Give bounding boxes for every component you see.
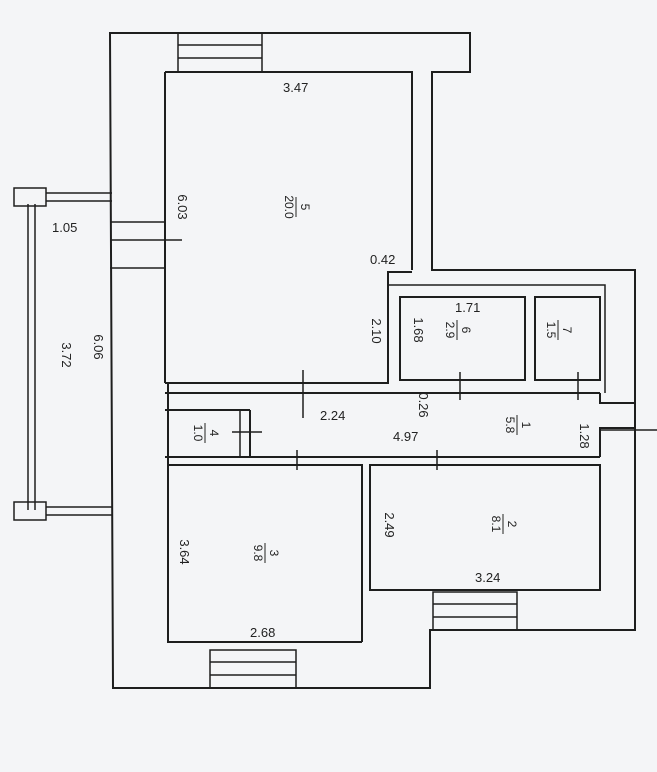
corridor-walls (165, 392, 635, 458)
dim-corridor-a: 2.24 (320, 408, 345, 423)
room-4-label: 4 1.0 (191, 423, 221, 443)
dim-bath-depth: 2.10 (369, 318, 384, 343)
room-1-label: 1 5.8 (503, 415, 533, 435)
room-area: 5.8 (503, 417, 517, 434)
room-7-walls (534, 296, 601, 381)
dim-bath-width: 1.71 (455, 300, 480, 315)
room-4-walls (167, 409, 241, 457)
room-area: 9.8 (251, 545, 265, 562)
dim-offset: 0.42 (370, 252, 395, 267)
left-wall-inner (164, 72, 362, 643)
dim-room3-length: 3.64 (177, 539, 192, 564)
room-number: 1 (519, 422, 533, 429)
room-number: 3 (267, 550, 281, 557)
dim-bath-inner: 1.68 (411, 317, 426, 342)
room-number: 6 (459, 327, 473, 334)
service-block-outline (388, 284, 606, 393)
outer-wall (108, 32, 636, 689)
room-number: 7 (560, 327, 574, 334)
room-area: 8.1 (489, 516, 503, 533)
room-area: 1.0 (191, 425, 205, 442)
room-2-label: 2 8.1 (489, 514, 519, 534)
dim-corridor-b: 0.26 (416, 392, 431, 417)
room-2-walls (369, 464, 601, 591)
dim-room2-length: 2.49 (382, 512, 397, 537)
room-area: 1.5 (544, 322, 558, 339)
room-6-label: 6 2.9 (443, 320, 473, 340)
balcony-door (110, 221, 182, 269)
room-5-label: 5 20.0 (282, 195, 312, 219)
room-6-walls (399, 296, 526, 381)
room-area: 2.9 (443, 322, 457, 339)
window-bottom-right (432, 591, 518, 631)
window-top (177, 32, 263, 73)
window-bottom-left (209, 649, 297, 689)
room-number: 5 (298, 204, 312, 211)
dim-room5-length: 6.03 (175, 194, 190, 219)
room-7-label: 7 1.5 (544, 320, 574, 340)
room-number: 2 (505, 521, 519, 528)
dim-balcony-width: 1.05 (52, 220, 77, 235)
dim-room3-width: 2.68 (250, 625, 275, 640)
room-number: 4 (207, 430, 221, 437)
dim-room2-width: 3.24 (475, 570, 500, 585)
room-area: 20.0 (282, 195, 296, 219)
room-3-label: 3 9.8 (251, 543, 281, 563)
dim-corridor-length: 4.97 (393, 429, 418, 444)
corridor-door-marks (232, 370, 657, 470)
dim-balcony-length: 3.72 (59, 342, 74, 367)
balcony (13, 187, 112, 521)
dim-room5-width: 3.47 (283, 80, 308, 95)
dim-outer-length: 6.06 (91, 334, 106, 359)
room-3-walls (168, 464, 363, 642)
dim-hall-depth: 1.28 (577, 423, 592, 448)
